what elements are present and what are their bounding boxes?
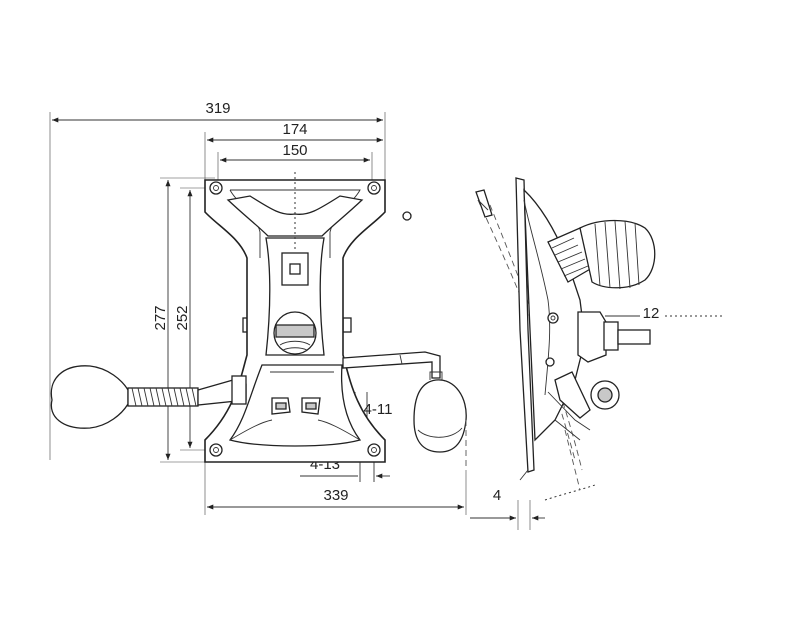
tilt-lever	[50, 365, 247, 429]
reference-mark	[402, 211, 412, 221]
dim-side-offset: 4	[493, 487, 501, 504]
dim-overall-width: 319	[205, 100, 230, 117]
dim-hole-span-inner: 150	[282, 142, 307, 159]
dim-hole-length: 252	[174, 305, 191, 330]
mounting-plate-top-view	[204, 172, 386, 463]
mechanism-side-view	[475, 177, 656, 501]
dim-hole-span-outer: 174	[282, 121, 307, 138]
dim-slot-4-11: 4-11	[364, 401, 393, 418]
dim-shaft-diameter: 12	[643, 305, 660, 322]
dim-overall-length: 277	[152, 305, 169, 330]
dim-lever-length: 339	[323, 487, 348, 504]
height-lever	[342, 351, 467, 470]
